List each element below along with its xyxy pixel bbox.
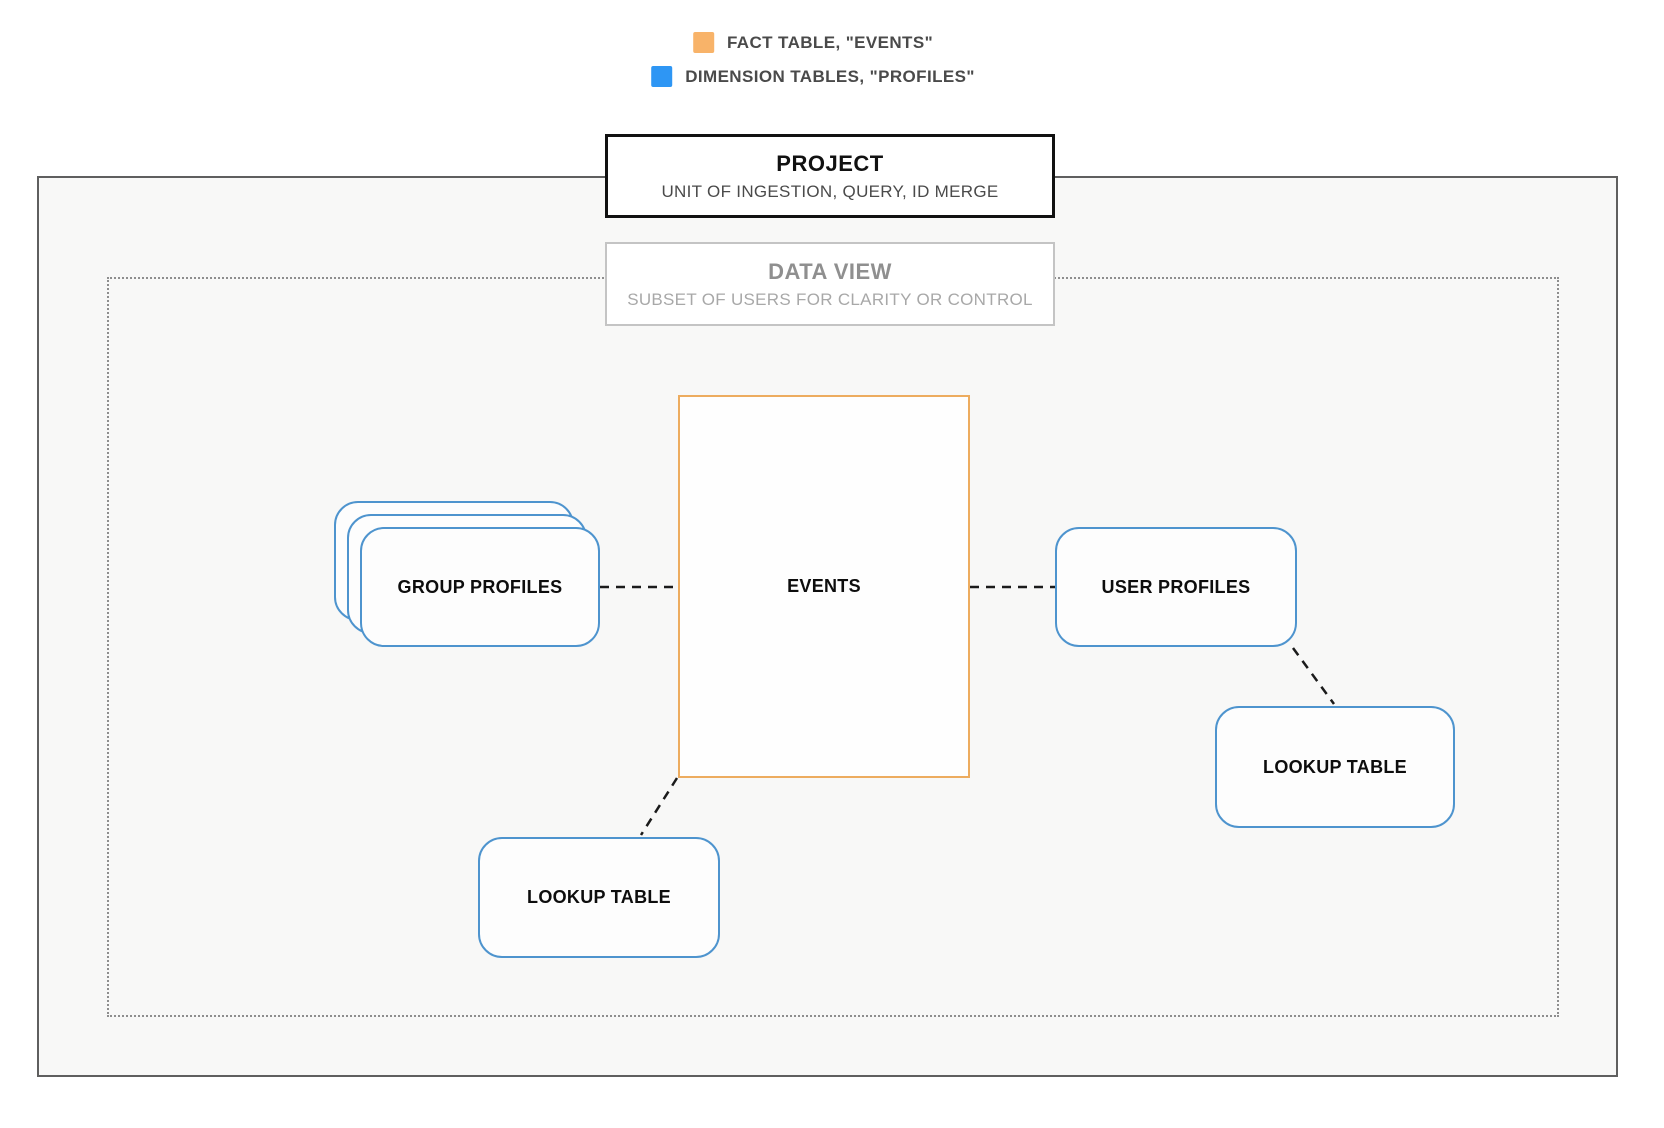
data-view-header-box: DATA VIEW SUBSET OF USERS FOR CLARITY OR… [605,242,1055,326]
legend: FACT TABLE, "EVENTS" DIMENSION TABLES, "… [651,32,975,87]
node-lookup-table-right: LOOKUP TABLE [1215,706,1455,828]
data-view-title: DATA VIEW [768,258,892,284]
node-user-profiles-label: USER PROFILES [1101,576,1251,597]
node-events-label: EVENTS [787,576,861,596]
dimension-tables-color-swatch [651,66,673,87]
fact-table-color-swatch [692,32,714,53]
node-user-profiles: USER PROFILES [1055,527,1297,647]
legend-item-fact-table: FACT TABLE, "EVENTS" [692,32,934,53]
node-group-profiles: GROUP PROFILES [360,527,600,647]
legend-label: FACT TABLE, "EVENTS" [726,32,934,52]
node-lookup-table-bottom: LOOKUP TABLE [478,837,720,958]
legend-label: DIMENSION TABLES, "PROFILES" [685,66,975,86]
node-events: EVENTS [678,395,970,778]
legend-item-dimension-tables: DIMENSION TABLES, "PROFILES" [651,66,975,87]
project-title: PROJECT [776,150,884,176]
project-subtitle: UNIT OF INGESTION, QUERY, ID MERGE [661,181,999,201]
node-lookup-table-right-label: LOOKUP TABLE [1263,756,1407,777]
node-lookup-table-bottom-label: LOOKUP TABLE [527,887,671,907]
node-group-profiles-label: GROUP PROFILES [397,576,563,597]
project-header-box: PROJECT UNIT OF INGESTION, QUERY, ID MER… [605,134,1055,218]
data-view-subtitle: SUBSET OF USERS FOR CLARITY OR CONTROL [627,289,1033,309]
